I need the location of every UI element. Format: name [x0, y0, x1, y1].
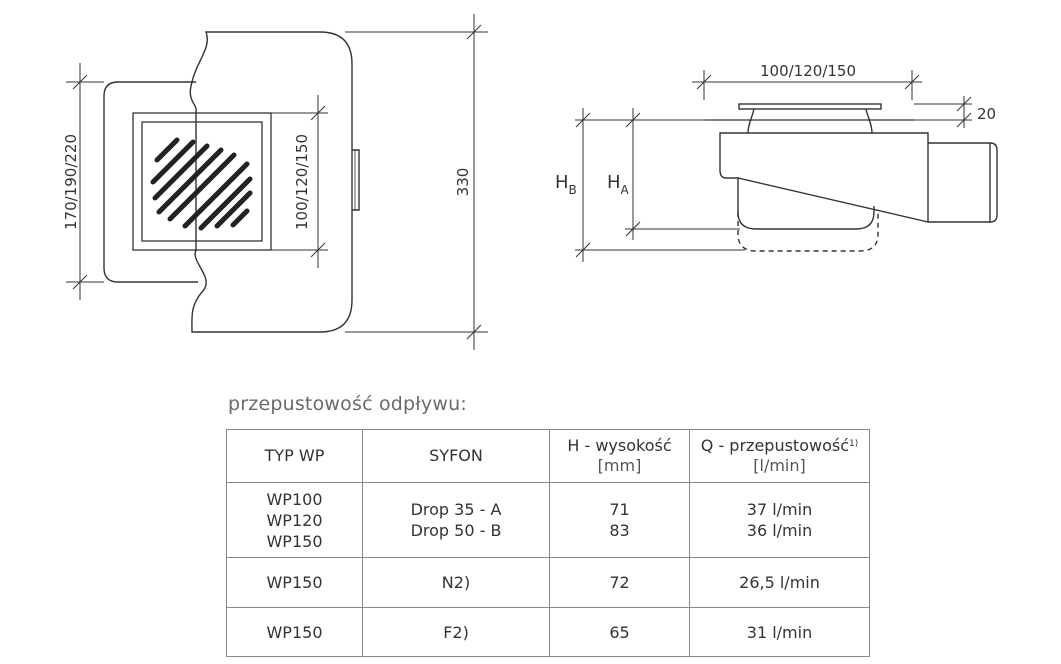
cell-height: 65 [549, 607, 690, 657]
plan-view [103, 31, 360, 333]
cell-siphon: Drop 35 - A Drop 50 - B [362, 482, 550, 558]
grate-inner [141, 121, 263, 242]
drain-body-outline [189, 31, 353, 333]
dim-grate-size [271, 95, 328, 268]
dim-ha-label: HA [607, 172, 630, 197]
dim-plan-width-label: 170/190/220 [62, 134, 80, 230]
table-row: WP100 WP120 WP150 Drop 35 - A Drop 50 - … [226, 482, 870, 558]
side-outlet [928, 142, 991, 223]
cell-siphon: N2) [362, 557, 550, 608]
cell-type: WP150 [226, 607, 363, 657]
cell-height: 71 83 [549, 482, 690, 558]
cell-height: 72 [549, 557, 690, 608]
grate-slots [150, 137, 253, 231]
dim-plan-height [345, 14, 488, 350]
dim-side-offset [914, 96, 972, 128]
dim-plan-height-label: 330 [454, 168, 472, 197]
cell-type: WP100 WP120 WP150 [226, 482, 363, 558]
tray-outline [103, 81, 198, 283]
header-height-label: H - wysokość [567, 436, 672, 455]
trap-a [737, 178, 875, 230]
side-view [705, 103, 998, 252]
cell-flow: 26,5 l/min [689, 557, 870, 608]
dim-grate-size-label: 100/120/150 [293, 134, 311, 230]
grate-frame [132, 112, 272, 251]
table-row: WP150 F2) 65 31 l/min [226, 607, 870, 657]
header-height-unit: [mm] [597, 456, 642, 475]
header-flow-label: Q - przepustowość [700, 436, 849, 455]
flow-capacity-table: TYP WP SYFON H - wysokość [mm] Q - przep… [226, 429, 870, 657]
table-header-row: TYP WP SYFON H - wysokość [mm] Q - przep… [226, 429, 870, 483]
header-type: TYP WP [226, 429, 363, 483]
dim-side-width [692, 70, 922, 100]
cell-flow: 31 l/min [689, 607, 870, 657]
dim-side-offset-label: 20 [977, 105, 996, 123]
side-collar [747, 108, 873, 134]
dim-side-width-label: 100/120/150 [760, 62, 856, 80]
dim-hb-label: HB [555, 172, 577, 197]
trap-b [737, 212, 879, 252]
header-siphon: SYFON [362, 429, 550, 483]
flow-caption: przepustowość odpływu: [228, 393, 467, 415]
cell-siphon: F2) [362, 607, 550, 657]
side-grate-plate [738, 103, 882, 110]
dim-hb [575, 108, 745, 262]
header-flow-footnote: 1) [848, 439, 859, 449]
dim-plan-width [66, 63, 104, 300]
header-flow-unit: [l/min] [753, 456, 806, 475]
cell-type: WP150 [226, 557, 363, 608]
header-flow: Q - przepustowość1) [l/min] [689, 429, 870, 483]
dim-ha [625, 108, 740, 240]
side-housing [719, 132, 929, 223]
technical-drawing: 170/190/220 100/120/150 330 [62, 14, 998, 350]
outlet-stub [352, 149, 360, 211]
cell-flow: 37 l/min 36 l/min [689, 482, 870, 558]
header-height: H - wysokość [mm] [549, 429, 690, 483]
table-row: WP150 N2) 72 26,5 l/min [226, 557, 870, 608]
